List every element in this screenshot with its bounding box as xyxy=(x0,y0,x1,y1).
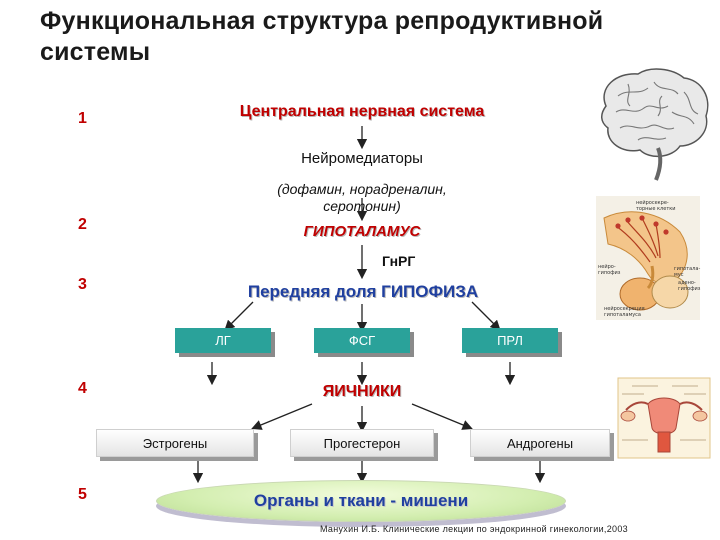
hormone-prl-text: ПРЛ xyxy=(497,333,523,348)
estrogens-text: Эстрогены xyxy=(142,435,208,451)
img-label-hypothalamus: гипотала- xyxy=(674,266,700,272)
img-label-adenohypophysis: адено- xyxy=(678,280,696,286)
svg-text:гипофиз: гипофиз xyxy=(678,286,701,292)
img-label-neurosecret: нейросекре- xyxy=(636,199,669,206)
img-label-neurosecretion: нейросекреция xyxy=(604,305,645,312)
svg-text:гипоталамуса: гипоталамуса xyxy=(604,312,641,318)
target-organs-ellipse: Органы и ткани - мишени xyxy=(156,480,566,522)
arrow-ovaries-estrogens xyxy=(251,403,313,430)
ovaries-label: ЯИЧНИКИ xyxy=(322,383,402,400)
hormone-box-lh: ЛГ xyxy=(175,328,271,353)
hormone-lh-text: ЛГ xyxy=(215,333,231,348)
hormone-box-prl: ПРЛ xyxy=(462,328,558,353)
img-label-neurohypophysis: нейро- xyxy=(598,263,616,270)
page-title: Функциональная структура репродуктивной … xyxy=(40,7,604,66)
hormone-box-progesterone: Прогестерон xyxy=(290,429,434,457)
citation: Манухин И.Б. Клинические лекции по эндок… xyxy=(320,524,628,534)
target-organs-text: Органы и ткани - мишени xyxy=(253,491,469,510)
svg-text:мус: мус xyxy=(674,272,684,278)
hormone-box-fsh: ФСГ xyxy=(314,328,410,353)
level-1-number: 1 xyxy=(78,110,87,127)
cns-label: Центральная нервная система xyxy=(239,103,485,120)
gnrh-label: ГнРГ xyxy=(382,253,416,269)
svg-text:торные клетки: торные клетки xyxy=(636,206,676,212)
neurotransmitters-label: Нейромедиаторы xyxy=(301,150,423,167)
level-2-number: 2 xyxy=(78,216,87,233)
hormone-fsh-text: ФСГ xyxy=(348,333,376,348)
svg-text:гипофиз: гипофиз xyxy=(598,270,621,276)
arrow-ovaries-androgens xyxy=(411,403,473,430)
progesterone-text: Прогестерон xyxy=(323,435,401,451)
pituitary-label: Передняя доля ГИПОФИЗА xyxy=(247,282,479,301)
level-3-number: 3 xyxy=(78,276,87,293)
hormone-box-estrogens: Эстрогены xyxy=(96,429,254,457)
level-4-number: 4 xyxy=(78,380,87,397)
level-5-number: 5 xyxy=(78,486,87,503)
arrow-pituitary-prl xyxy=(471,301,501,331)
hypothalamus-label: ГИПОТАЛАМУС xyxy=(303,223,421,240)
neurotransmitters-detail-line1: (дофамин, норадреналин, xyxy=(277,181,447,197)
androgens-text: Андрогены xyxy=(506,435,574,451)
hormone-box-androgens: Андрогены xyxy=(470,429,610,457)
neurotransmitters-detail-line2: серотонин) xyxy=(323,198,401,214)
arrow-pituitary-lh xyxy=(224,301,254,331)
